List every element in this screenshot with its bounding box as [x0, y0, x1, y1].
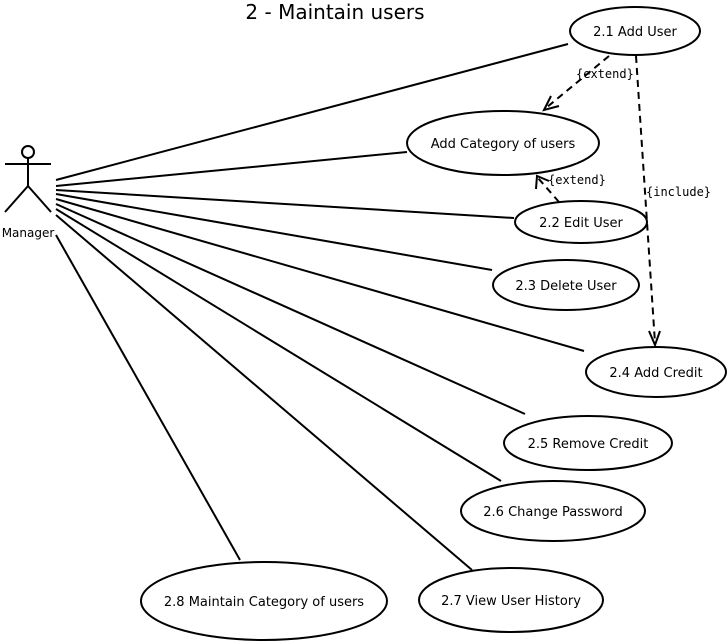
extend-line-2 [537, 177, 560, 203]
use-case-view-history-label: 2.7 View User History [441, 594, 581, 609]
use-case-delete-user-label: 2.3 Delete User [515, 279, 617, 294]
dependency-add-user-include [635, 55, 661, 348]
assoc-remove-credit [55, 203, 526, 415]
use-case-edit-user-label: 2.2 Edit User [539, 216, 623, 231]
assoc-add-category [55, 151, 408, 187]
actor-head [21, 145, 35, 159]
use-case-view-history: 2.7 View User History [418, 567, 604, 633]
use-case-add-category-label: Add Category of users [431, 137, 576, 152]
extend-line-1 [545, 55, 610, 109]
use-case-add-category: Add Category of users [406, 110, 600, 176]
use-case-change-password: 2.6 Change Password [460, 480, 646, 542]
use-case-add-user: 2.1 Add User [569, 6, 701, 56]
assoc-add-credit [55, 198, 585, 352]
use-case-add-credit: 2.4 Add Credit [585, 346, 727, 398]
use-case-maintain-category-label: 2.8 Maintain Category of users [164, 595, 364, 610]
use-case-add-credit-label: 2.4 Add Credit [609, 366, 702, 381]
extend-label-1: {extend} [576, 67, 634, 81]
include-label: {include} [646, 185, 711, 199]
associations [55, 43, 585, 571]
assoc-view-history [55, 214, 473, 571]
actor-manager: Manager [2, 145, 55, 240]
extend-arrowhead-1 [542, 95, 560, 112]
extend-label-2: {extend} [548, 173, 606, 187]
assoc-maintain-category [55, 234, 241, 561]
assoc-delete-user [55, 193, 493, 271]
use-case-remove-credit-label: 2.5 Remove Credit [528, 437, 649, 452]
include-arrowhead [648, 330, 661, 348]
diagram-title: 2 - Maintain users [245, 0, 424, 24]
include-line [635, 55, 656, 344]
use-case-maintain-category: 2.8 Maintain Category of users [140, 561, 388, 641]
dependency-add-user-extend [542, 55, 610, 112]
use-case-change-password-label: 2.6 Change Password [483, 505, 622, 520]
assoc-add-user [55, 43, 569, 181]
use-case-edit-user: 2.2 Edit User [514, 200, 648, 244]
actor-label: Manager [2, 226, 55, 240]
extend-arrowhead-2 [535, 174, 550, 190]
dependency-edit-user-extend [535, 174, 560, 203]
assoc-change-password [55, 208, 502, 482]
actor-right-leg [27, 185, 52, 213]
use-case-delete-user: 2.3 Delete User [492, 259, 640, 311]
assoc-edit-user [55, 189, 515, 219]
use-case-remove-credit: 2.5 Remove Credit [503, 415, 673, 471]
actor-left-leg [4, 185, 29, 213]
use-case-add-user-label: 2.1 Add User [593, 25, 677, 40]
